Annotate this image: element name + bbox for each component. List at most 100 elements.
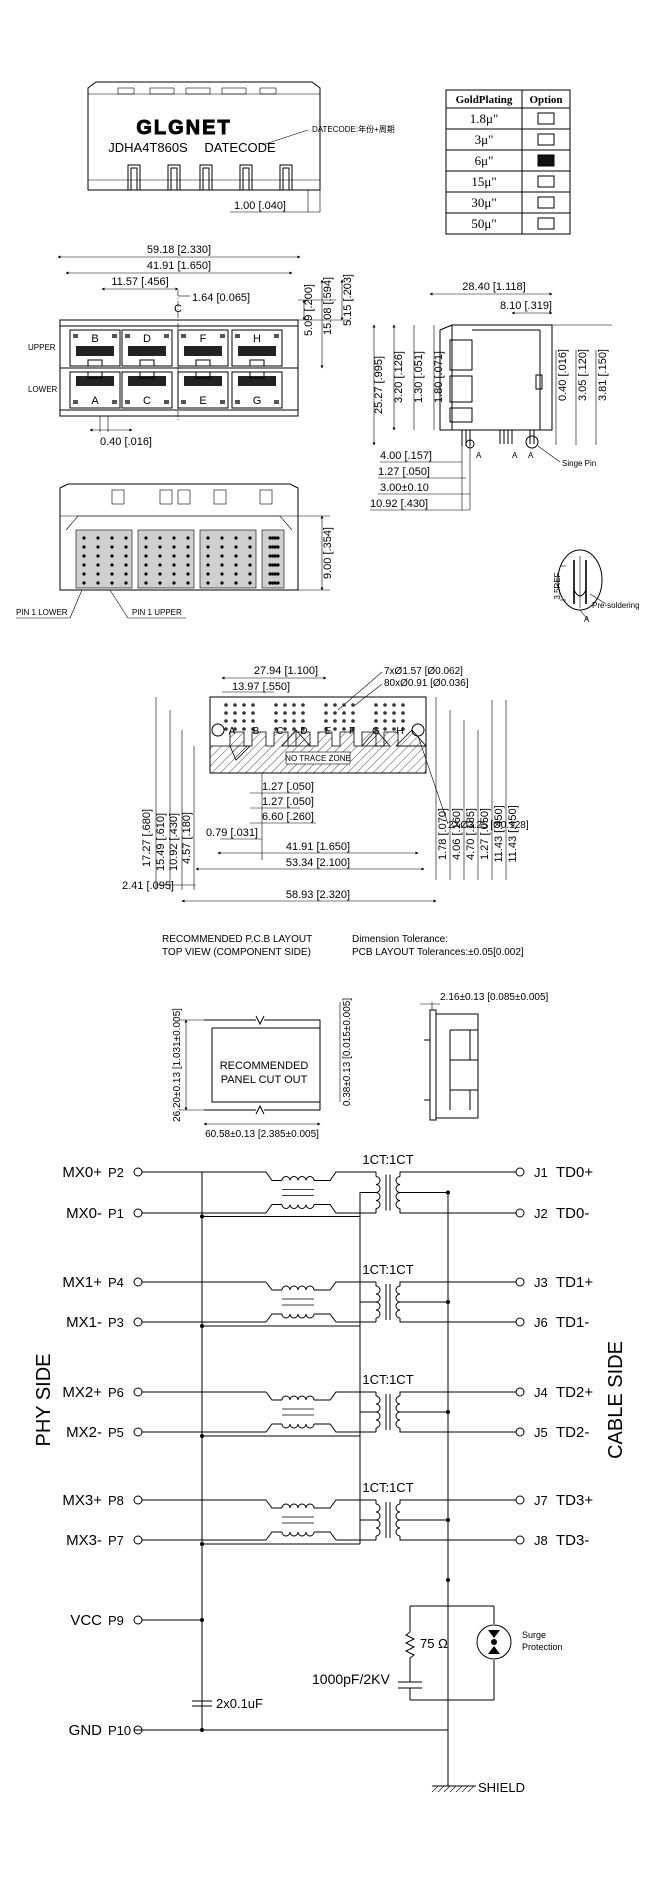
- pin-dot: [220, 536, 224, 540]
- front-slots: [127, 164, 293, 190]
- pcb-right-dim: 4.06 [.160]: [451, 808, 463, 860]
- phy-pin-number: P8: [108, 1493, 124, 1508]
- pcb-hole: [301, 711, 305, 715]
- marker-a: A: [476, 451, 482, 460]
- phy-pin-terminal: [133, 1535, 143, 1545]
- plating-value: 6μ": [475, 153, 494, 168]
- led-indicator: [235, 400, 240, 404]
- pin-dot: [248, 563, 252, 567]
- led-indicator: [181, 334, 186, 338]
- dim-h2: 15.08 [.594]: [322, 277, 334, 335]
- wire: [265, 1531, 282, 1541]
- phy-pin-name: MX2+: [62, 1384, 102, 1401]
- front-dim-bottom: 1.00 [.040]: [234, 200, 286, 212]
- lower-label: LOWER: [28, 385, 58, 394]
- phy-pin-number: P10: [108, 1723, 131, 1738]
- cable-pin-number: J1: [534, 1165, 548, 1180]
- pin-dot: [82, 563, 86, 567]
- dim-v1: 3.20 [.126]: [393, 351, 405, 403]
- led-indicator: [112, 334, 117, 338]
- pcb-hole: [401, 727, 405, 731]
- pin-dot: [276, 545, 280, 549]
- choke-coil: [281, 1176, 315, 1181]
- pin-dot: [268, 545, 272, 549]
- pcb-top-dim: 13.97 [.550]: [232, 681, 290, 693]
- phy-pin-name: MX2-: [66, 1424, 102, 1441]
- led-indicator: [125, 400, 130, 404]
- port-latch: [195, 359, 211, 366]
- pcb-port-letter: A: [229, 726, 236, 737]
- option-checkbox: [537, 196, 555, 209]
- pin-dot: [220, 554, 224, 558]
- pcb-hole: [301, 719, 305, 723]
- pcb-bottom-dim: 6.60 [.260]: [262, 811, 314, 823]
- pin-dot: [96, 572, 100, 576]
- pin-dot: [186, 572, 190, 576]
- datecode-label: DATECODE: [204, 140, 276, 155]
- pin-dot: [271, 545, 275, 549]
- dim-half-width: 11.57 [.456]: [111, 276, 168, 288]
- top-tabs: [117, 87, 277, 95]
- pin-dot: [172, 536, 176, 540]
- phy-pin-terminal: [133, 1277, 143, 1287]
- pcb-hole: [351, 711, 355, 715]
- dim-b1: 4.00 [.157]: [380, 450, 432, 462]
- cable-pin-number: J4: [534, 1385, 548, 1400]
- pin-dot: [273, 581, 277, 585]
- led-indicator: [73, 400, 78, 404]
- table-header-option: Option: [529, 94, 562, 106]
- transformer-secondary: [395, 1176, 401, 1209]
- phy-pin-name: MX3-: [66, 1532, 102, 1549]
- pcb-hole: [283, 711, 287, 715]
- phy-pin-number: P5: [108, 1425, 124, 1440]
- dim-bottom-height: 9.00 [.354]: [322, 527, 334, 579]
- led-indicator: [235, 334, 240, 338]
- pin-dot: [96, 545, 100, 549]
- cable-pin-number: J3: [534, 1275, 548, 1290]
- datecode-callout: DATECODE:年份+周期: [312, 124, 395, 134]
- ratio-label: 1CT:1CT: [362, 1372, 413, 1387]
- port-contacts: [128, 376, 166, 386]
- port-letter: H: [253, 333, 261, 345]
- phy-pin-terminal: [133, 1495, 143, 1505]
- dim-r3: 3.81 [.150]: [597, 349, 609, 401]
- pin-dot: [144, 563, 148, 567]
- choke-coil: [281, 1531, 315, 1537]
- pcb-hole: [392, 727, 396, 731]
- wire: [265, 1499, 282, 1509]
- choke-coil: [281, 1423, 315, 1429]
- table-header-plating: GoldPlating: [456, 94, 513, 106]
- pin-dot: [248, 536, 252, 540]
- panel-label: RECOMMENDED: [220, 1060, 309, 1072]
- cable-pin-name: TD2+: [556, 1384, 593, 1401]
- pin-dot: [248, 572, 252, 576]
- cable-pin-number: J6: [534, 1315, 548, 1330]
- pin-dot: [158, 536, 162, 540]
- pcb-hole: [351, 727, 355, 731]
- cable-pin-name: TD3+: [556, 1492, 593, 1509]
- decoupling-label: 2x0.1uF: [216, 1696, 263, 1711]
- pin-dot: [82, 536, 86, 540]
- cable-pin-number: J7: [534, 1493, 548, 1508]
- schematic: PHY SIDE CABLE SIDE MX0+P2MX0-P1MX1+P4MX…: [33, 1152, 627, 1795]
- pcb-hole: [342, 727, 346, 731]
- pin-dot: [276, 536, 280, 540]
- single-pin-label: Singe Pin: [562, 459, 596, 468]
- pin-dot: [271, 581, 275, 585]
- front-view: GLGNET JDHA4T860S DATECODE DATECODE:年份+周…: [87, 81, 395, 213]
- port-contacts: [76, 376, 114, 386]
- pcb-right-dim: 1.78 [.070]: [437, 808, 449, 860]
- dim-h1: 5.09 [.200]: [303, 284, 315, 336]
- option-checkbox: [537, 133, 555, 146]
- pcb-port-letter: E: [325, 726, 332, 737]
- pin-dot: [110, 572, 114, 576]
- pcb-hole: [301, 703, 305, 707]
- pcb-hole: [292, 703, 296, 707]
- pcb-port-letter: D: [300, 726, 307, 737]
- cable-pin-terminal: [515, 1495, 525, 1505]
- pcb-hole: [224, 711, 228, 715]
- side-pins: [461, 430, 539, 449]
- pcb-hole: [283, 719, 287, 723]
